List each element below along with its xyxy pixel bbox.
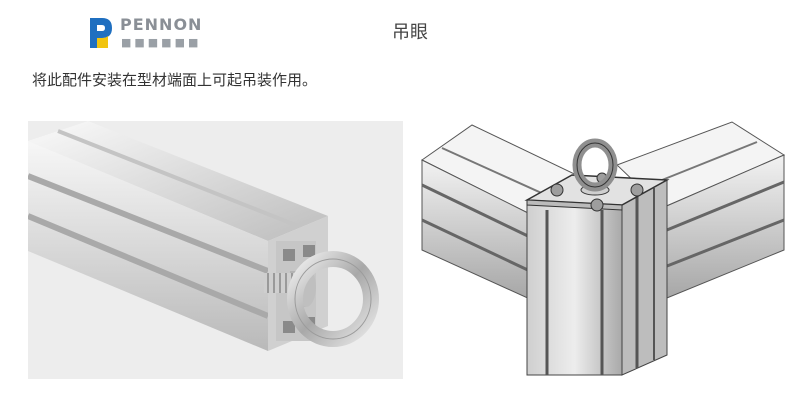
brand-logo: PENNON ■■■■■■ — [88, 16, 208, 52]
eye-bolt-drawing — [412, 110, 792, 390]
logo-tagline: ■■■■■■ — [121, 36, 202, 49]
eye-bolt-photo — [28, 121, 403, 379]
product-description: 将此配件安装在型材端面上可起吊装作用。 — [32, 71, 318, 89]
corner-drawing-illustration — [421, 121, 786, 376]
logo-wordmark: PENNON — [120, 15, 203, 34]
page-title: 吊眼 — [392, 22, 428, 43]
pennon-logo-icon — [90, 18, 112, 48]
profile-photo-illustration — [28, 121, 403, 379]
